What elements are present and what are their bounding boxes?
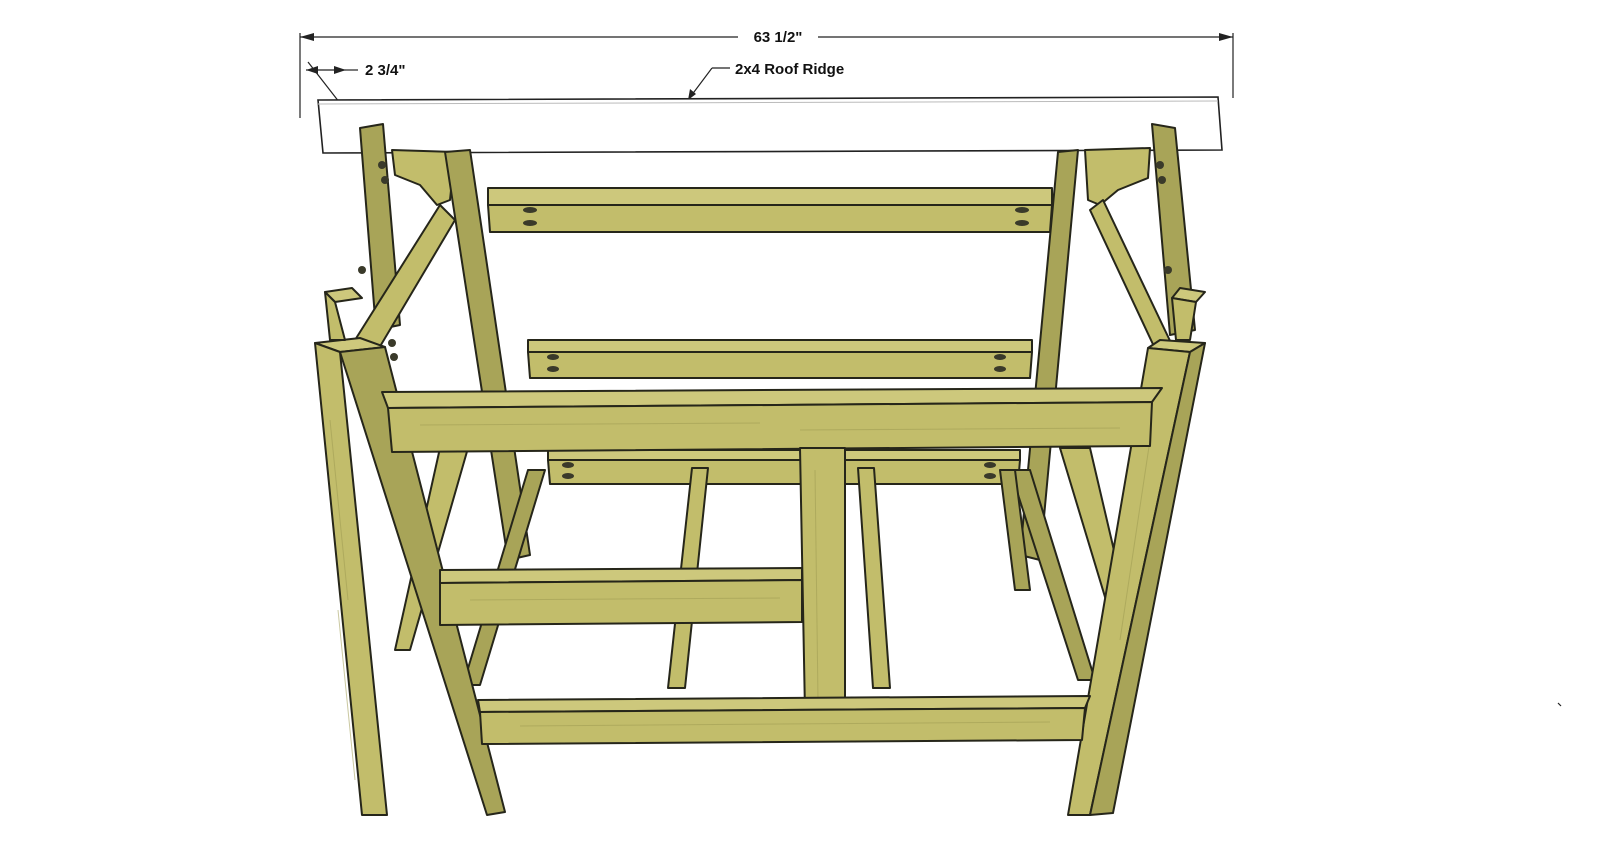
overall-length-label: 63 1/2"	[754, 29, 803, 46]
roof-ridge-board	[317, 96, 1223, 154]
back-left-post	[324, 287, 363, 341]
front-lower-rail	[477, 695, 1091, 745]
front-upper-rail	[381, 387, 1163, 453]
back-middle-rail	[527, 339, 1033, 379]
ridge-callout: 2x4 Roof Ridge	[687, 61, 844, 101]
overall-length-dimension: 63 1/2"	[299, 29, 1234, 118]
offset-label: 2 3/4"	[365, 62, 405, 79]
front-right-post	[1067, 339, 1206, 816]
front-ladder-rail	[439, 567, 803, 626]
front-left-post	[314, 337, 506, 816]
back-right-post	[1171, 287, 1206, 341]
back-lower-rail	[547, 449, 1021, 485]
stray-mark	[1557, 702, 1562, 707]
back-top-rail	[487, 187, 1053, 233]
center-support	[799, 447, 846, 713]
ridge-label: 2x4 Roof Ridge	[735, 61, 844, 78]
